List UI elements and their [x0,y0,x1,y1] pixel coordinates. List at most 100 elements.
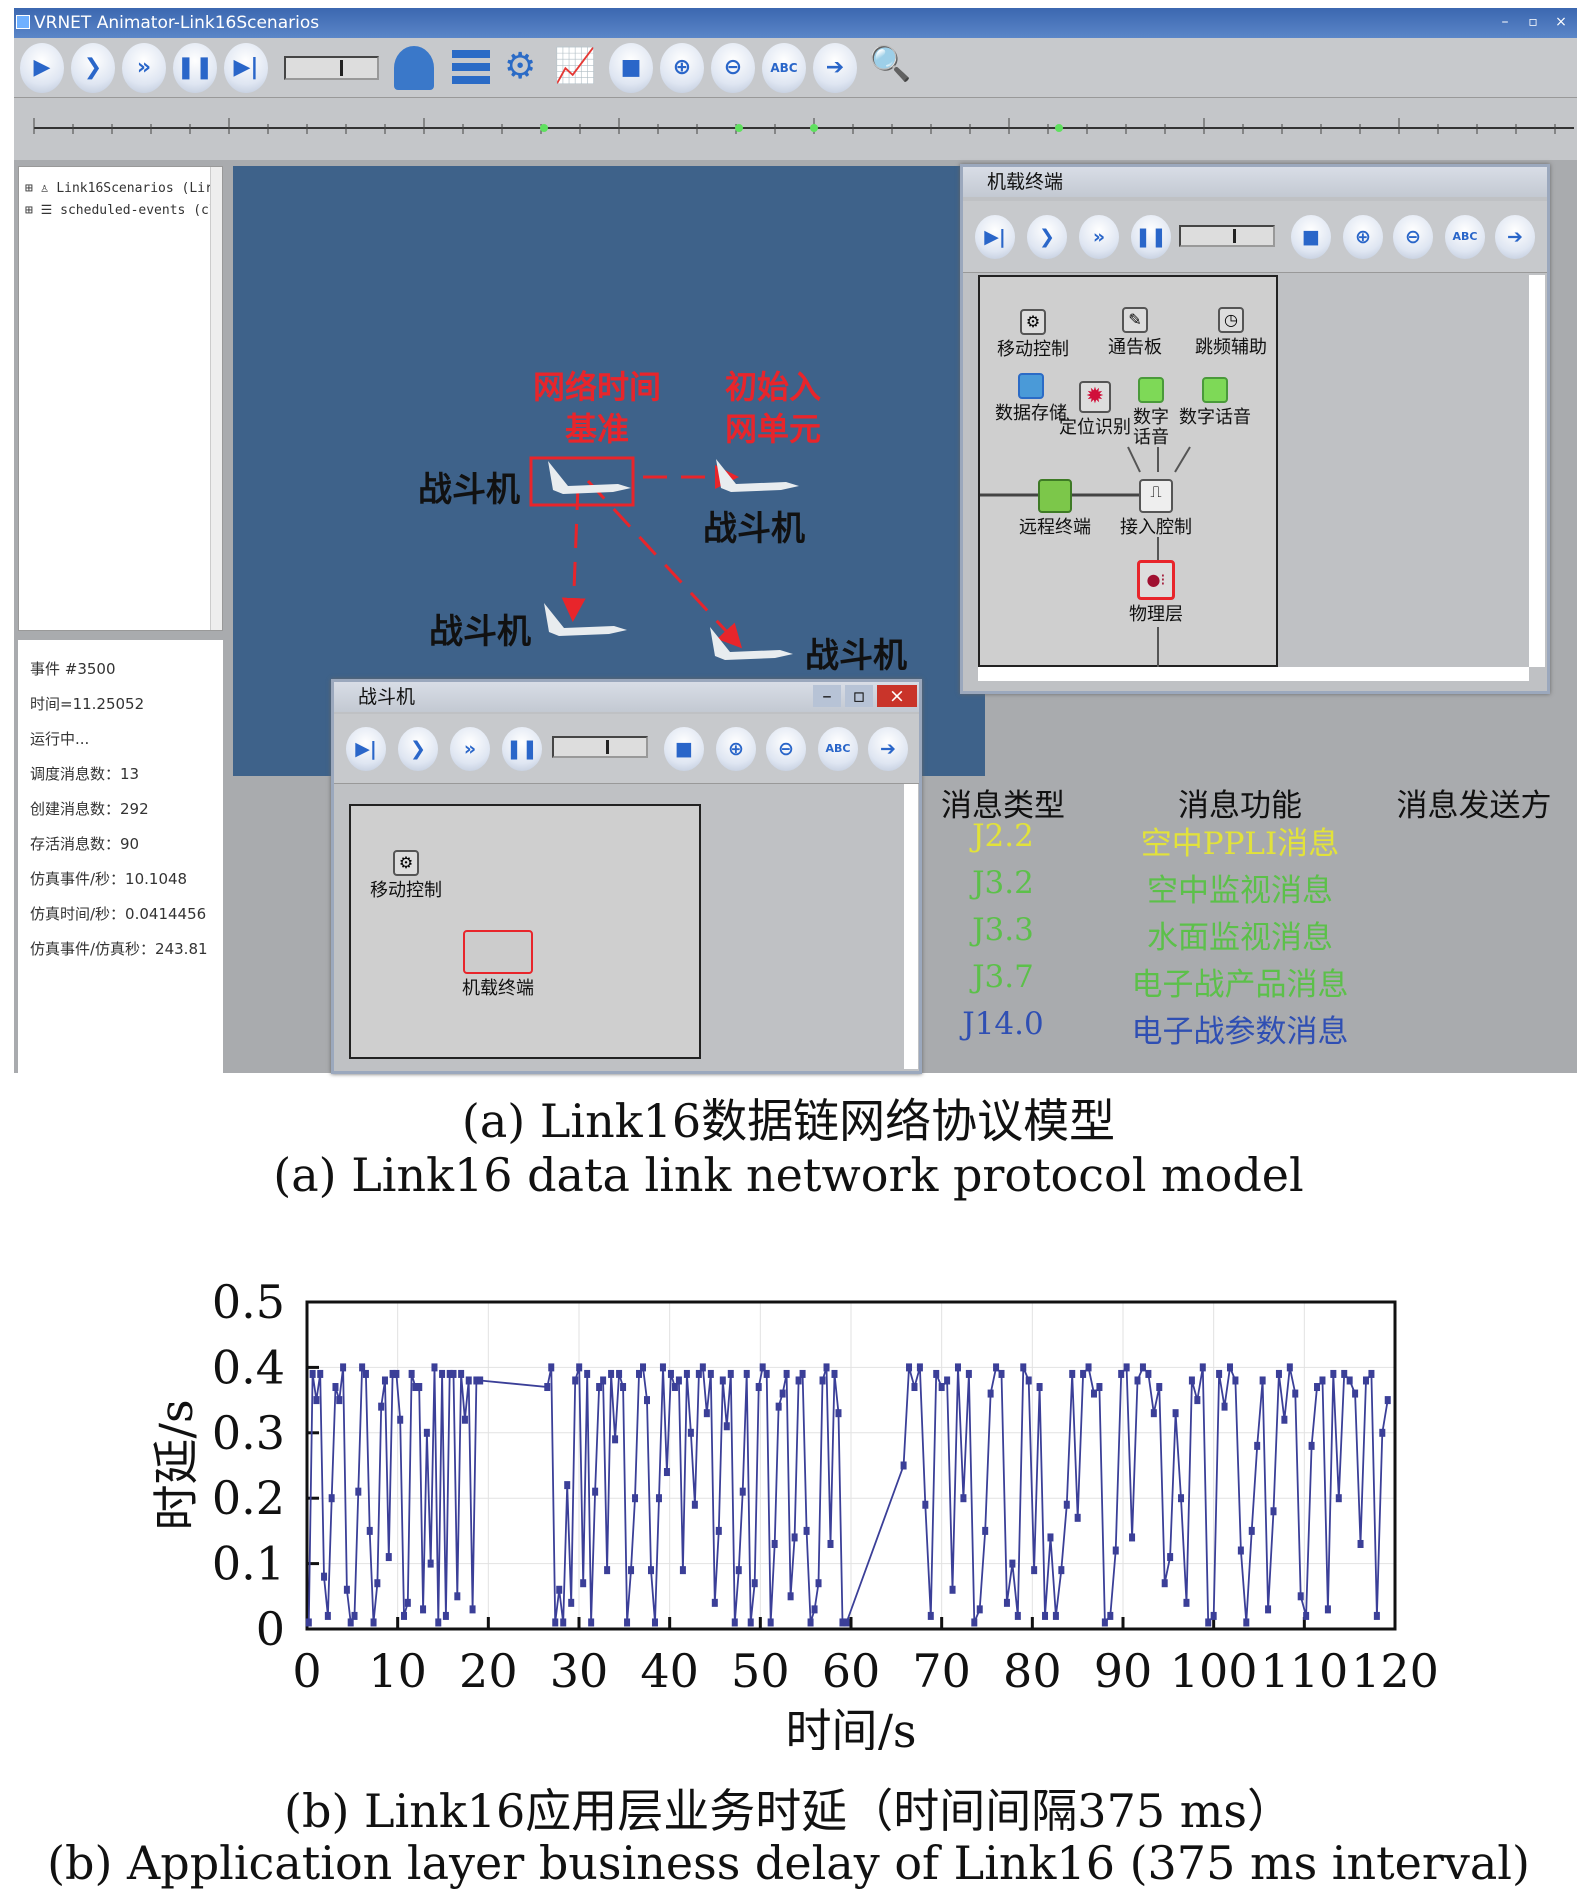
fit-button[interactable]: ■ [609,43,653,93]
node-digital-voice-2[interactable]: 数字话音 [1179,377,1251,429]
forward-button[interactable]: ➔ [868,727,908,771]
fast-forward-button[interactable]: » [450,727,490,771]
forward-button[interactable]: ➔ [813,43,857,93]
minimize-button[interactable]: – [813,685,841,707]
data-point [1341,1369,1348,1378]
labels-button[interactable]: ABC [1445,215,1485,259]
statistics-icon[interactable]: 📈 [554,46,597,86]
zoom-in-button[interactable]: ⊕ [660,43,704,93]
fighter-jet-icon[interactable] [705,622,795,667]
speed-slider[interactable] [552,736,648,758]
node-airborne-terminal[interactable]: 机载终端 [462,930,534,1000]
data-point [695,1369,702,1378]
node-move-control[interactable]: ⚙移动控制 [370,850,442,902]
arrow-right-icon: ➔ [1507,226,1523,248]
data-point [779,1389,786,1398]
network-icon[interactable] [394,46,434,90]
data-point [435,1618,442,1627]
node-access-control[interactable]: ⎍接入腔制 [1120,479,1192,539]
aircraft-label: 战斗机 [418,470,520,510]
node-position-identification[interactable]: ✹定位识别 [1059,381,1131,439]
data-point [1134,1376,1141,1385]
fast-forward-button[interactable]: » [1079,215,1119,259]
tree-item-events[interactable]: ⊞ ☰ scheduled-events (cl [25,203,217,218]
step-button[interactable]: ❯ [398,727,438,771]
node-data-storage[interactable]: 数据存储 [995,373,1067,425]
data-point [439,1369,446,1378]
title-bar: VRNET Animator-Link16Scenarios – ▫ × [14,8,1577,38]
speed-slider[interactable] [284,56,379,80]
pause-button[interactable]: ❚❚ [502,727,542,771]
data-point [1362,1376,1369,1385]
scenario-tree: ⊞ ♙ Link16Scenarios (Lir ⊞ ☰ scheduled-e… [18,166,223,631]
data-point [949,1585,956,1594]
zoom-in-button[interactable]: ⊕ [716,727,756,771]
fit-button[interactable]: ■ [664,727,704,771]
labels-button[interactable]: ABC [818,727,858,771]
data-point [576,1363,583,1372]
zoom-out-button[interactable]: ⊖ [711,43,755,93]
node-frequency-hopping[interactable]: ◷跳频辅助 [1195,307,1267,359]
slider-thumb[interactable] [340,60,343,76]
status-scheduled: 调度消息数：13 [30,765,140,783]
close-button[interactable]: × [877,685,917,707]
tree-scrollbar[interactable] [210,167,222,630]
horizontal-scrollbar[interactable] [978,667,1529,681]
data-point [1368,1369,1375,1378]
fighter-jet-icon[interactable] [539,598,629,643]
data-point [401,1611,408,1620]
node-bulletin-board[interactable]: ✎通告板 [1108,307,1162,359]
data-point [321,1572,328,1581]
close-button[interactable]: × [1555,14,1567,30]
fighter-window-titlebar[interactable]: 战斗机 × ▫ – [334,682,919,712]
data-point [1178,1494,1185,1503]
fit-button[interactable]: ■ [1291,215,1331,259]
data-point [922,1500,929,1509]
tree-item-scenarios[interactable]: ⊞ ♙ Link16Scenarios (Lir [25,181,213,196]
settings-icon[interactable]: ⚙ [504,46,537,87]
timeline-ruler[interactable] [14,98,1577,160]
maximize-button[interactable]: ▫ [845,685,873,707]
terminal-window-titlebar[interactable]: 机载终端 [963,167,1547,197]
data-point [381,1376,388,1385]
node-physical-layer[interactable]: ●⁝物理层 [1129,560,1183,626]
data-point [1063,1500,1070,1509]
timeline[interactable] [14,98,1577,160]
vertical-scrollbar[interactable] [1529,275,1545,667]
data-point [835,1409,842,1418]
minimize-button[interactable]: – [1501,14,1509,30]
fit-icon: ■ [675,738,693,760]
data-point [799,1369,806,1378]
node-digital-voice-1[interactable]: 数字话音 [1133,377,1169,447]
speed-slider[interactable] [1179,225,1275,247]
forward-button[interactable]: ➔ [1495,215,1535,259]
labels-button[interactable]: ABC [762,43,806,93]
data-point [374,1579,381,1588]
pause-button[interactable]: ❚❚ [1131,215,1171,259]
step-end-button[interactable]: ▶| [224,43,268,93]
data-point [993,1363,1000,1372]
data-point [608,1369,615,1378]
data-point [679,1566,686,1575]
fighter-jet-icon[interactable] [711,454,801,499]
data-point [699,1363,706,1372]
maximize-button[interactable]: ▫ [1528,14,1538,30]
zoom-out-button[interactable]: ⊖ [766,727,806,771]
list-icon[interactable] [452,50,490,86]
zoom-in-button[interactable]: ⊕ [1343,215,1383,259]
step-end-button[interactable]: ▶| [346,727,386,771]
step-button[interactable]: ❯ [1027,215,1067,259]
step-button[interactable]: ❯ [71,43,115,93]
scenario-canvas[interactable]: 网络时间基准 初始入网单元 战斗机 战斗机 战斗机 战斗机 [233,166,985,776]
fighter-jet-icon[interactable] [543,456,633,501]
data-point [362,1369,369,1378]
step-end-button[interactable]: ▶| [975,215,1015,259]
play-button[interactable]: ▶ [20,43,64,93]
node-remote-terminal[interactable]: 远程终端 [1019,479,1091,539]
fast-forward-button[interactable]: » [122,43,166,93]
pause-button[interactable]: ❚❚ [173,43,217,93]
zoom-out-button[interactable]: ⊖ [1393,215,1433,259]
node-move-control[interactable]: ⚙移动控制 [997,309,1069,361]
vertical-scrollbar[interactable] [904,784,918,1069]
search-icon[interactable]: 🔍 [869,44,912,84]
